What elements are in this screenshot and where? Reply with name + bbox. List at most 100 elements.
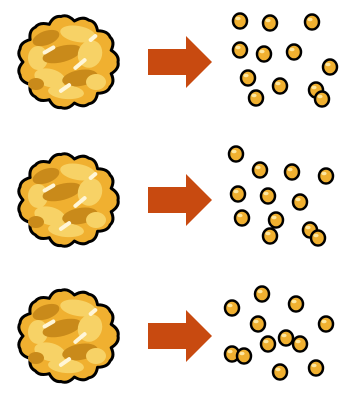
particle-shine	[231, 150, 236, 154]
diagram-row-3	[19, 287, 333, 383]
particle-shine	[281, 334, 286, 338]
small-particle	[263, 16, 277, 31]
particle-shine	[235, 17, 240, 21]
small-particle	[289, 297, 303, 312]
small-particle	[233, 14, 247, 29]
particle-body	[273, 79, 287, 94]
small-particle	[319, 169, 333, 184]
particle-body	[253, 163, 267, 178]
particle-body	[311, 231, 325, 246]
small-particle	[251, 317, 265, 332]
particle-shine	[239, 352, 244, 356]
large-particle-cluster	[19, 290, 118, 383]
particle-shine	[289, 48, 294, 52]
small-particle	[253, 163, 267, 178]
small-particle	[323, 60, 337, 75]
right-arrow	[148, 310, 212, 362]
small-particle	[249, 91, 263, 106]
particle-body	[233, 43, 247, 58]
particle-shine	[317, 95, 322, 99]
cluster-texture	[86, 74, 106, 90]
particle-body	[279, 331, 293, 346]
particle-body	[255, 287, 269, 302]
small-particle	[279, 331, 293, 346]
small-particle	[269, 213, 283, 228]
small-particle	[263, 229, 277, 244]
particle-shine	[237, 214, 242, 218]
diagram-row-2	[19, 147, 333, 247]
small-particles-group	[225, 287, 333, 380]
small-particle	[237, 349, 251, 364]
small-particle	[311, 231, 325, 246]
particle-body	[241, 71, 255, 86]
small-particle	[309, 361, 323, 376]
particle-body	[235, 211, 249, 226]
particle-shine	[275, 82, 280, 86]
particle-shine	[257, 290, 262, 294]
small-particle	[293, 337, 307, 352]
particle-body	[289, 297, 303, 312]
particle-body	[305, 15, 319, 30]
particle-shine	[295, 198, 300, 202]
particle-body	[309, 361, 323, 376]
particle-body	[273, 365, 287, 380]
particle-body	[315, 92, 329, 107]
arrow-shape	[148, 36, 212, 88]
right-arrow	[148, 174, 212, 226]
right-arrow	[148, 36, 212, 88]
particle-shine	[227, 350, 232, 354]
small-particle	[285, 165, 299, 180]
small-particles-group	[233, 14, 337, 107]
large-particle-cluster	[19, 16, 118, 109]
particle-shine	[251, 94, 256, 98]
particle-shine	[233, 190, 238, 194]
small-particle	[319, 317, 333, 332]
small-particle	[229, 147, 243, 162]
particle-shine	[291, 300, 296, 304]
cluster-texture	[28, 78, 44, 90]
particle-body	[237, 349, 251, 364]
particle-shine	[235, 46, 240, 50]
particle-shine	[311, 364, 316, 368]
particle-body	[319, 317, 333, 332]
particle-shine	[259, 50, 264, 54]
particle-shine	[265, 19, 270, 23]
small-particle	[273, 365, 287, 380]
small-particle	[233, 43, 247, 58]
particle-body	[263, 229, 277, 244]
small-particle	[235, 211, 249, 226]
diagram-row-1	[19, 14, 337, 109]
particle-body	[251, 317, 265, 332]
arrow-shape	[148, 174, 212, 226]
small-particle	[261, 337, 275, 352]
small-particle	[257, 47, 271, 62]
small-particle	[261, 189, 275, 204]
arrow-shape	[148, 310, 212, 362]
particle-shine	[305, 226, 310, 230]
particle-body	[263, 16, 277, 31]
small-particle	[273, 79, 287, 94]
large-particle-cluster	[19, 154, 118, 247]
particle-shine	[271, 216, 276, 220]
particle-shine	[325, 63, 330, 67]
particle-shine	[321, 172, 326, 176]
small-particle	[225, 301, 239, 316]
cluster-texture	[86, 212, 106, 228]
particle-body	[225, 301, 239, 316]
cluster-texture	[28, 352, 44, 364]
particle-body	[231, 187, 245, 202]
particle-body	[261, 337, 275, 352]
small-particle	[293, 195, 307, 210]
particle-shine	[265, 232, 270, 236]
particle-shine	[287, 168, 292, 172]
particle-body	[257, 47, 271, 62]
small-particle	[255, 287, 269, 302]
particle-shine	[275, 368, 280, 372]
particle-body	[269, 213, 283, 228]
particle-shine	[253, 320, 258, 324]
particle-body	[323, 60, 337, 75]
small-particle	[305, 15, 319, 30]
cluster-texture	[28, 216, 44, 228]
